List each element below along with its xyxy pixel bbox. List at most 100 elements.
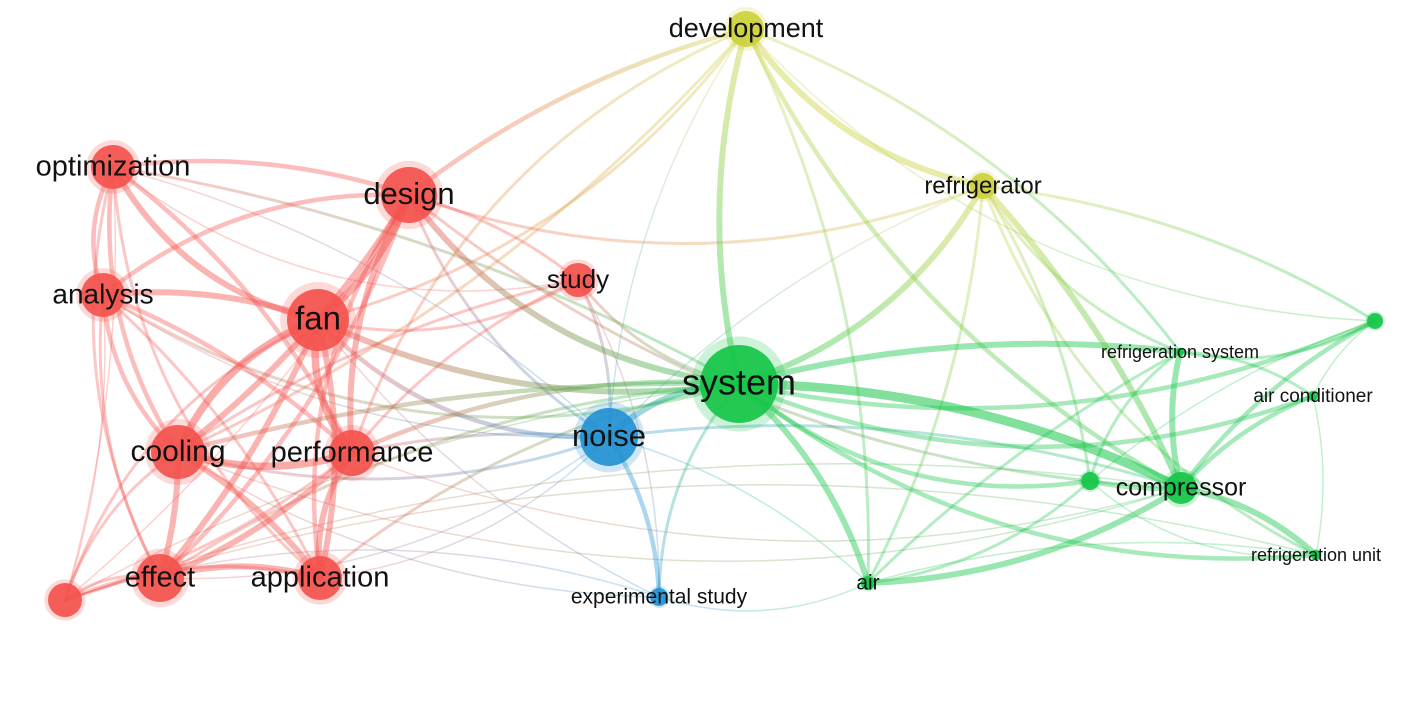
- graph-edge: [865, 485, 1184, 586]
- node-circle[interactable]: [1308, 391, 1318, 401]
- graph-edge: [407, 193, 611, 439]
- graph-edge: [315, 317, 612, 440]
- graph-node-refrigeration-system[interactable]: [1175, 347, 1185, 357]
- graph-edge: [350, 278, 580, 455]
- graph-edge: [980, 183, 1184, 491]
- node-circle[interactable]: [700, 345, 778, 423]
- graph-node-effect[interactable]: [130, 548, 190, 608]
- node-circle[interactable]: [81, 273, 125, 317]
- graph-edge: [744, 27, 870, 585]
- graph-edge: [64, 166, 117, 601]
- graph-node-compressor[interactable]: [1161, 468, 1201, 508]
- node-circle[interactable]: [1311, 550, 1321, 560]
- node-circle[interactable]: [136, 554, 184, 602]
- graph-edge: [981, 184, 1377, 323]
- graph-edge: [658, 582, 869, 612]
- graph-node-noise[interactable]: [573, 401, 645, 473]
- node-circle[interactable]: [91, 145, 135, 189]
- graph-edge: [407, 184, 985, 246]
- graph-edge: [319, 436, 610, 579]
- graph-edge: [107, 164, 181, 455]
- node-circle[interactable]: [298, 556, 342, 600]
- graph-edge: [64, 294, 106, 601]
- graph-edge: [1178, 485, 1319, 558]
- graph-edge: [100, 292, 355, 456]
- graph-edge: [1178, 393, 1316, 491]
- node-circle[interactable]: [1165, 472, 1197, 504]
- graph-edge: [736, 183, 986, 387]
- node-circle[interactable]: [1176, 348, 1184, 356]
- nodes-layer[interactable]: [44, 7, 1385, 621]
- graph-edge: [177, 451, 1182, 562]
- graph-edge: [157, 317, 321, 581]
- graph-edge: [608, 436, 869, 584]
- edges-layer: [63, 26, 1378, 612]
- graph-node-fan[interactable]: [280, 282, 356, 358]
- graph-edge: [176, 278, 580, 454]
- graph-edge: [176, 27, 748, 454]
- graph-edge: [1178, 318, 1378, 491]
- graph-edge: [744, 27, 1182, 354]
- graph-node-cooling[interactable]: [145, 419, 211, 485]
- node-circle[interactable]: [728, 11, 764, 47]
- graph-edge: [350, 432, 611, 455]
- graph-node-design[interactable]: [374, 160, 444, 230]
- node-circle[interactable]: [329, 430, 375, 476]
- graph-edge: [743, 26, 1184, 491]
- graph-node-application[interactable]: [293, 551, 347, 605]
- graph-edge: [350, 27, 748, 455]
- graph-edge: [736, 381, 1093, 489]
- graph-edge: [159, 436, 610, 580]
- graph-edge: [157, 450, 355, 581]
- graph-edge: [318, 382, 741, 580]
- graph-node-experimental-study[interactable]: [648, 586, 670, 608]
- graph-edge: [736, 318, 1378, 411]
- graph-edge: [157, 192, 412, 581]
- graph-edge: [111, 165, 322, 580]
- graph-node-green-small-left[interactable]: [1079, 470, 1101, 492]
- graph-edge: [317, 319, 660, 598]
- graph-edge: [101, 293, 322, 580]
- node-circle[interactable]: [381, 167, 437, 223]
- node-circle[interactable]: [1081, 472, 1099, 490]
- graph-node-analysis[interactable]: [76, 268, 130, 322]
- graph-node-red-unlabeled[interactable]: [44, 579, 86, 621]
- graph-node-refrigeration-unit[interactable]: [1309, 548, 1323, 562]
- graph-node-refrigerator[interactable]: [967, 170, 999, 202]
- graph-node-air-conditioner[interactable]: [1306, 389, 1320, 403]
- graph-edge: [734, 379, 1186, 493]
- node-circle[interactable]: [861, 576, 875, 590]
- graph-edge: [406, 192, 742, 387]
- node-circle[interactable]: [1367, 313, 1383, 329]
- graph-edge: [736, 381, 1316, 450]
- graph-edge: [351, 452, 1182, 542]
- graph-edge: [63, 451, 354, 602]
- graph-node-optimization[interactable]: [86, 140, 140, 194]
- graph-node-green-right[interactable]: [1365, 311, 1385, 331]
- node-circle[interactable]: [580, 408, 638, 466]
- graph-edge: [349, 379, 742, 456]
- node-circle[interactable]: [970, 173, 996, 199]
- graph-node-development[interactable]: [724, 7, 768, 51]
- node-circle[interactable]: [151, 425, 205, 479]
- node-circle[interactable]: [287, 289, 349, 351]
- graph-node-performance[interactable]: [323, 424, 381, 482]
- graph-edge: [1312, 395, 1324, 556]
- node-circle[interactable]: [561, 263, 595, 297]
- graph-edge: [743, 26, 986, 189]
- node-circle[interactable]: [48, 583, 82, 617]
- node-circle[interactable]: [650, 588, 668, 606]
- graph-edge: [866, 479, 1092, 585]
- graph-node-air[interactable]: [859, 574, 877, 592]
- graph-edge: [98, 293, 162, 580]
- graph-edge: [100, 192, 412, 298]
- graph-edge: [110, 158, 412, 198]
- graph-edge: [981, 184, 1092, 483]
- graph-edge: [1178, 350, 1315, 398]
- graph-edge: [608, 28, 747, 438]
- graph-node-study[interactable]: [557, 259, 599, 301]
- graph-node-system[interactable]: [691, 336, 787, 432]
- labels-layer: optimizationdesignanalysisfanstudycoolin…: [36, 13, 1381, 608]
